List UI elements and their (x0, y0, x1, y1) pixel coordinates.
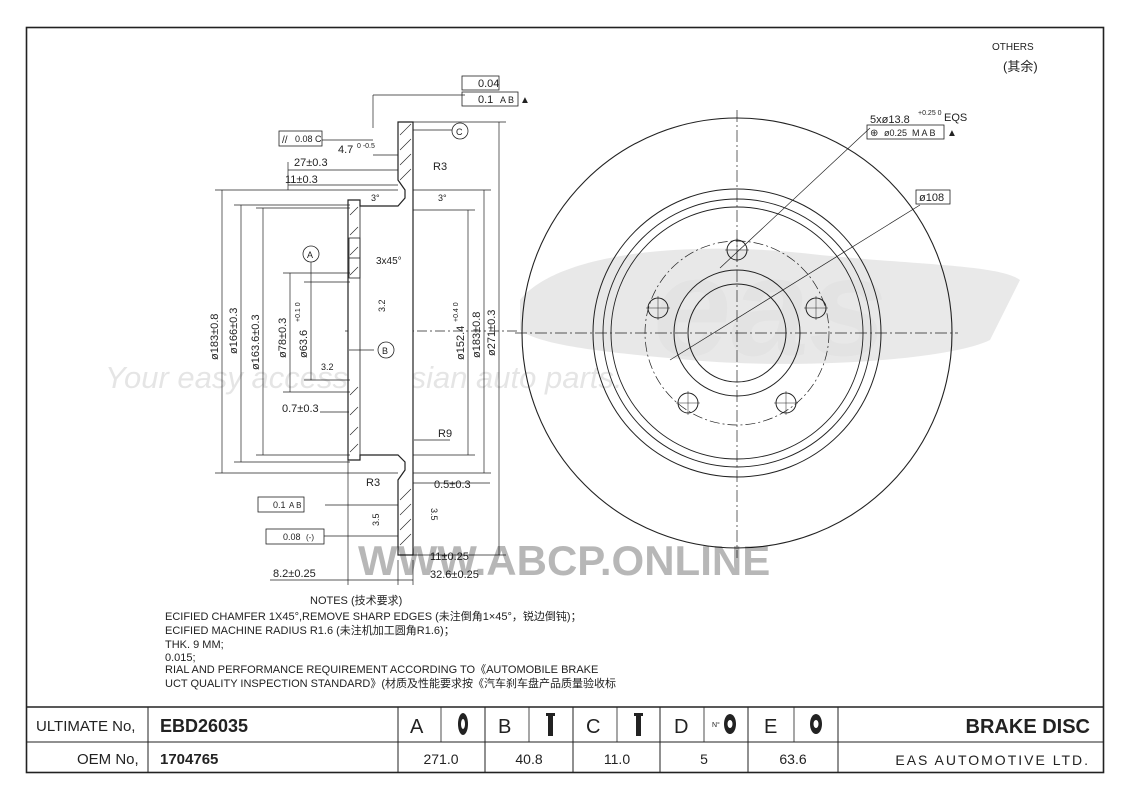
col-e-letter: E (764, 716, 777, 738)
dim-82: 8.2±0.25 (273, 568, 316, 580)
title-block (26, 706, 1104, 773)
dia-152: ø152.4 (455, 326, 467, 360)
runout-bottom-ref: A B (289, 501, 301, 510)
runout-bottom-value: 0.1 (273, 500, 286, 510)
dia-166: ø166±0.3 (228, 308, 240, 354)
runout-top-value: 0.1 (478, 94, 493, 106)
runout-top-ref: A B (500, 95, 514, 105)
dim-11-bottom: 11±0.25 (430, 551, 469, 563)
disc-diameter-icon (458, 713, 468, 735)
disc-thickness-icon (634, 713, 643, 736)
section-dimension-labels: 0.04 0.1 A B ▲ // 0.08 C 4.7 0 -0.5 27±0… (209, 75, 530, 581)
col-b-letter: B (498, 716, 511, 738)
bolt-holes-eqs: EQS (944, 112, 967, 124)
col-a-value: 271.0 (423, 751, 458, 767)
r9: R9 (438, 428, 452, 440)
dia-163: ø163.6±0.3 (250, 314, 262, 370)
col-b-value: 40.8 (515, 751, 542, 767)
note-line-2: ECIFIED MACHINE RADIUS R1.6 (未注机加工圆角R1.6… (165, 623, 455, 637)
note-line-6: UCT QUALITY INSPECTION STANDARD》(材质及性能要求… (165, 676, 616, 690)
front-view-labels: 5xø13.8 +0.25 0 EQS ⊕ ø0.25 M A B ▲ ø108 (866, 110, 967, 205)
note-line-3: THK. 9 MM; (165, 639, 224, 651)
watermark-site: WWW.ABCP.ONLINE (358, 537, 770, 584)
chamfer: 3x45° (376, 256, 402, 267)
front-view (515, 110, 958, 558)
product-name: BRAKE DISC (966, 716, 1090, 738)
thk-outer-tol: 0 -0.5 (357, 143, 375, 150)
flatness-bottom-value: 0.08 (283, 532, 301, 542)
svg-text:N°: N° (712, 721, 720, 729)
col-e-value: 63.6 (779, 751, 806, 767)
dim-07: 0.7±0.3 (282, 403, 319, 415)
dia-271: ø271±0.3 (486, 310, 498, 356)
center-bore-icon (810, 714, 822, 734)
rough-35b: 3.5 (429, 508, 439, 521)
col-d-letter: D (674, 716, 688, 738)
datum-triangle-icon: ▲ (947, 128, 957, 139)
dim-05: 0.5±0.3 (434, 479, 471, 491)
note-line-1: ECIFIED CHAMFER 1X45°,REMOVE SHARP EDGES… (165, 609, 582, 623)
dia-63-tol: +0.1 0 (295, 302, 302, 322)
dia-183-right: ø183±0.8 (471, 312, 483, 358)
title-block-text: ULTIMATE No, EBD26035 OEM No, 1704765 A … (36, 713, 1090, 768)
bolt-holes-icon: N° (712, 714, 736, 734)
dia-152-tol: +0.4 0 (453, 302, 460, 322)
watermark: eas Your easy access to Asian auto parts… (105, 228, 1020, 395)
dim-27: 27±0.3 (294, 157, 328, 169)
datum-a: A (307, 250, 313, 260)
dia-63: ø63.6 (298, 330, 310, 358)
angle-right: 3° (438, 193, 447, 203)
dim-326: 32.6±0.25 (430, 569, 479, 581)
watermark-logo-swoosh (520, 248, 1020, 364)
rough-35a: 3.5 (371, 513, 381, 526)
bolt-holes-spec: 5xø13.8 (870, 114, 910, 126)
flatness-top-value: 0.04 (478, 78, 499, 90)
ultimate-label: ULTIMATE No, (36, 718, 135, 735)
col-c-letter: C (586, 716, 600, 738)
dim-11: 11±0.3 (285, 174, 318, 186)
parallel-ref: C (315, 134, 322, 144)
dia-183-left: ø183±0.8 (209, 314, 221, 360)
section-view (215, 94, 520, 585)
rough-2: 3.2 (321, 362, 334, 372)
watermark-logo: eas (653, 228, 887, 385)
thk-outer: 4.7 (338, 144, 353, 156)
col-c-value: 11.0 (604, 751, 630, 767)
corner-note-line1: OTHERS (992, 42, 1034, 53)
r3-top: R3 (433, 161, 447, 173)
rough-1: 3.2 (377, 299, 387, 312)
notes-title: NOTES (技术要求) (310, 594, 402, 607)
position-tolerance-icon: ⊕ (870, 128, 878, 139)
disc-height-icon (546, 713, 555, 736)
datum-c: C (456, 127, 463, 137)
bolt-holes-tol: +0.25 0 (918, 110, 942, 117)
r3-bottom: R3 (366, 477, 380, 489)
parallel-icon: // (282, 135, 288, 146)
note-line-4: 0.015; (165, 652, 196, 664)
corner-note-line2: (其余) (1003, 59, 1038, 74)
flatness-bottom-ref: (-) (306, 533, 314, 542)
col-d-value: 5 (700, 751, 708, 767)
company-name: EAS AUTOMOTIVE LTD. (895, 752, 1090, 768)
ultimate-value: EBD26035 (160, 716, 248, 736)
notes-block: NOTES (技术要求) ECIFIED CHAMFER 1X45°,REMOV… (165, 594, 616, 690)
col-a-letter: A (410, 716, 424, 738)
drawing-frame (25, 26, 1105, 774)
note-line-5: RIAL AND PERFORMANCE REQUIREMENT ACCORDI… (165, 663, 598, 676)
dia-78: ø78±0.3 (277, 318, 289, 358)
datum-triangle-icon: ▲ (520, 95, 530, 106)
position-tolerance-ref: M A B (912, 128, 936, 138)
datum-b: B (382, 346, 388, 356)
pcd-value: ø108 (919, 192, 944, 204)
oem-label: OEM No, (77, 751, 139, 768)
position-tolerance-value: ø0.25 (884, 128, 907, 138)
angle-left: 3° (371, 193, 380, 203)
oem-value: 1704765 (160, 751, 218, 768)
parallel-value: 0.08 (295, 134, 313, 144)
